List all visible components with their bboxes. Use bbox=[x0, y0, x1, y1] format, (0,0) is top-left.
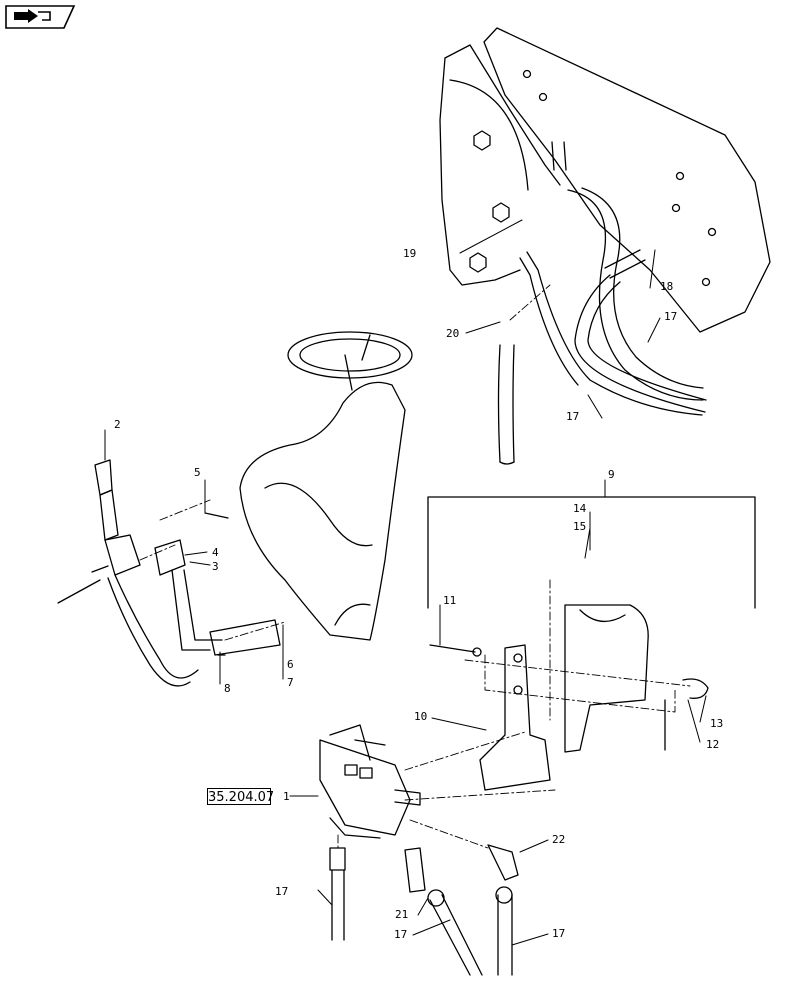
callout-10: 10 bbox=[414, 710, 427, 723]
callout-17-c: 17 bbox=[275, 885, 288, 898]
callout-13: 13 bbox=[710, 717, 723, 730]
leader-lines bbox=[104, 219, 707, 946]
callout-21: 21 bbox=[395, 908, 408, 921]
callout-2: 2 bbox=[114, 418, 121, 431]
callout-19: 19 bbox=[403, 247, 416, 260]
callout-17-e: 17 bbox=[552, 927, 565, 940]
callout-17-d: 17 bbox=[394, 928, 407, 941]
callout-15: 15 bbox=[573, 520, 586, 533]
callout-11: 11 bbox=[443, 594, 456, 607]
bracket-assembly bbox=[427, 496, 756, 791]
callout-5: 5 bbox=[194, 466, 201, 479]
callout-labels: 1 2 3 4 5 6 7 8 9 10 11 12 13 14 15 17 1… bbox=[114, 247, 723, 941]
steering-column bbox=[239, 331, 413, 641]
back-button[interactable] bbox=[4, 4, 76, 30]
callout-3: 3 bbox=[212, 560, 219, 573]
pedal-linkage bbox=[154, 512, 281, 656]
callout-22: 22 bbox=[552, 833, 565, 846]
callout-18: 18 bbox=[660, 280, 673, 293]
callout-17-a: 17 bbox=[664, 310, 677, 323]
control-valve bbox=[319, 724, 421, 839]
callout-4: 4 bbox=[212, 546, 219, 559]
lower-hoses bbox=[329, 844, 519, 976]
back-arrow-icon bbox=[5, 5, 76, 29]
callout-17-b: 17 bbox=[566, 410, 579, 423]
callout-14: 14 bbox=[573, 502, 587, 515]
upper-hoses bbox=[497, 187, 707, 465]
joystick-lever bbox=[57, 459, 199, 687]
assembly-guides bbox=[139, 284, 691, 851]
callout-6: 6 bbox=[287, 658, 294, 671]
callout-7: 7 bbox=[287, 676, 294, 689]
callout-20: 20 bbox=[446, 327, 459, 340]
callout-1: 1 bbox=[283, 790, 290, 803]
callout-8: 8 bbox=[224, 682, 231, 695]
reference-link[interactable]: 35.204.07 bbox=[207, 788, 275, 805]
cab-panel bbox=[439, 27, 771, 333]
callout-12: 12 bbox=[706, 738, 719, 751]
callout-9: 9 bbox=[608, 468, 615, 481]
